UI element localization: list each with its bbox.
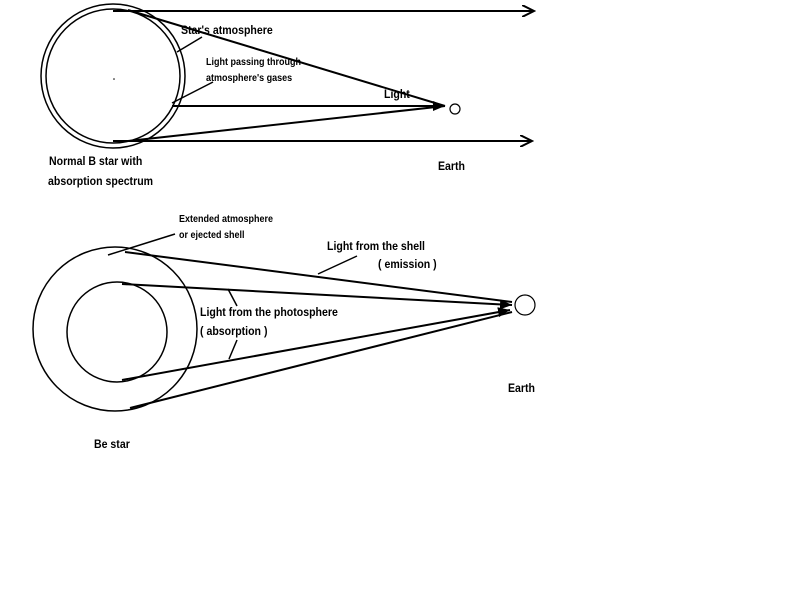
extended-atmosphere-label-line1: Extended atmosphere (179, 214, 274, 225)
leader-photosphere-lower (228, 339, 238, 360)
light-passing-label-line1: Light passing through (206, 57, 301, 68)
earth-bottom-label: Earth (508, 381, 536, 395)
leader-stars-atmosphere (176, 36, 203, 53)
light-label: Light (384, 87, 410, 101)
normal-b-star-caption-line1: Normal B star with (49, 154, 143, 168)
normal-b-star-caption-line2: absorption spectrum (48, 174, 154, 188)
earth-top-icon (449, 103, 461, 115)
stars-atmosphere-label: Star's atmosphere (181, 23, 273, 37)
extended-atmosphere-label-line2: or ejected shell (179, 230, 245, 241)
be-star-caption: Be star (94, 437, 130, 451)
leader-light-from-shell (317, 255, 358, 275)
absorption-label: ( absorption ) (200, 324, 268, 338)
leader-extended-atmosphere (107, 233, 176, 256)
light-passing-label-line2: atmosphere's gases (206, 73, 293, 84)
top-ray-converging-3 (127, 105, 446, 142)
photosphere-ray-lower (121, 307, 511, 381)
be-star-photosphere (66, 281, 168, 383)
top-ray-converging-1 (127, 9, 446, 107)
earth-bottom-icon (514, 294, 536, 316)
star-center-dot (113, 78, 115, 80)
leader-light-passing (171, 81, 214, 104)
normal-b-star-body (45, 8, 181, 144)
light-from-photosphere-label: Light from the photosphere (200, 305, 338, 319)
light-from-shell-label: Light from the shell (327, 239, 425, 253)
leader-photosphere-upper (227, 288, 238, 307)
emission-label: ( emission ) (378, 257, 437, 271)
be-star-shell (32, 246, 198, 412)
photosphere-ray-upper (121, 283, 513, 310)
earth-top-label: Earth (438, 159, 466, 173)
shell-ray-upper (124, 251, 513, 303)
normal-b-star-atmosphere (40, 3, 186, 149)
shell-ray-lower (129, 311, 513, 409)
